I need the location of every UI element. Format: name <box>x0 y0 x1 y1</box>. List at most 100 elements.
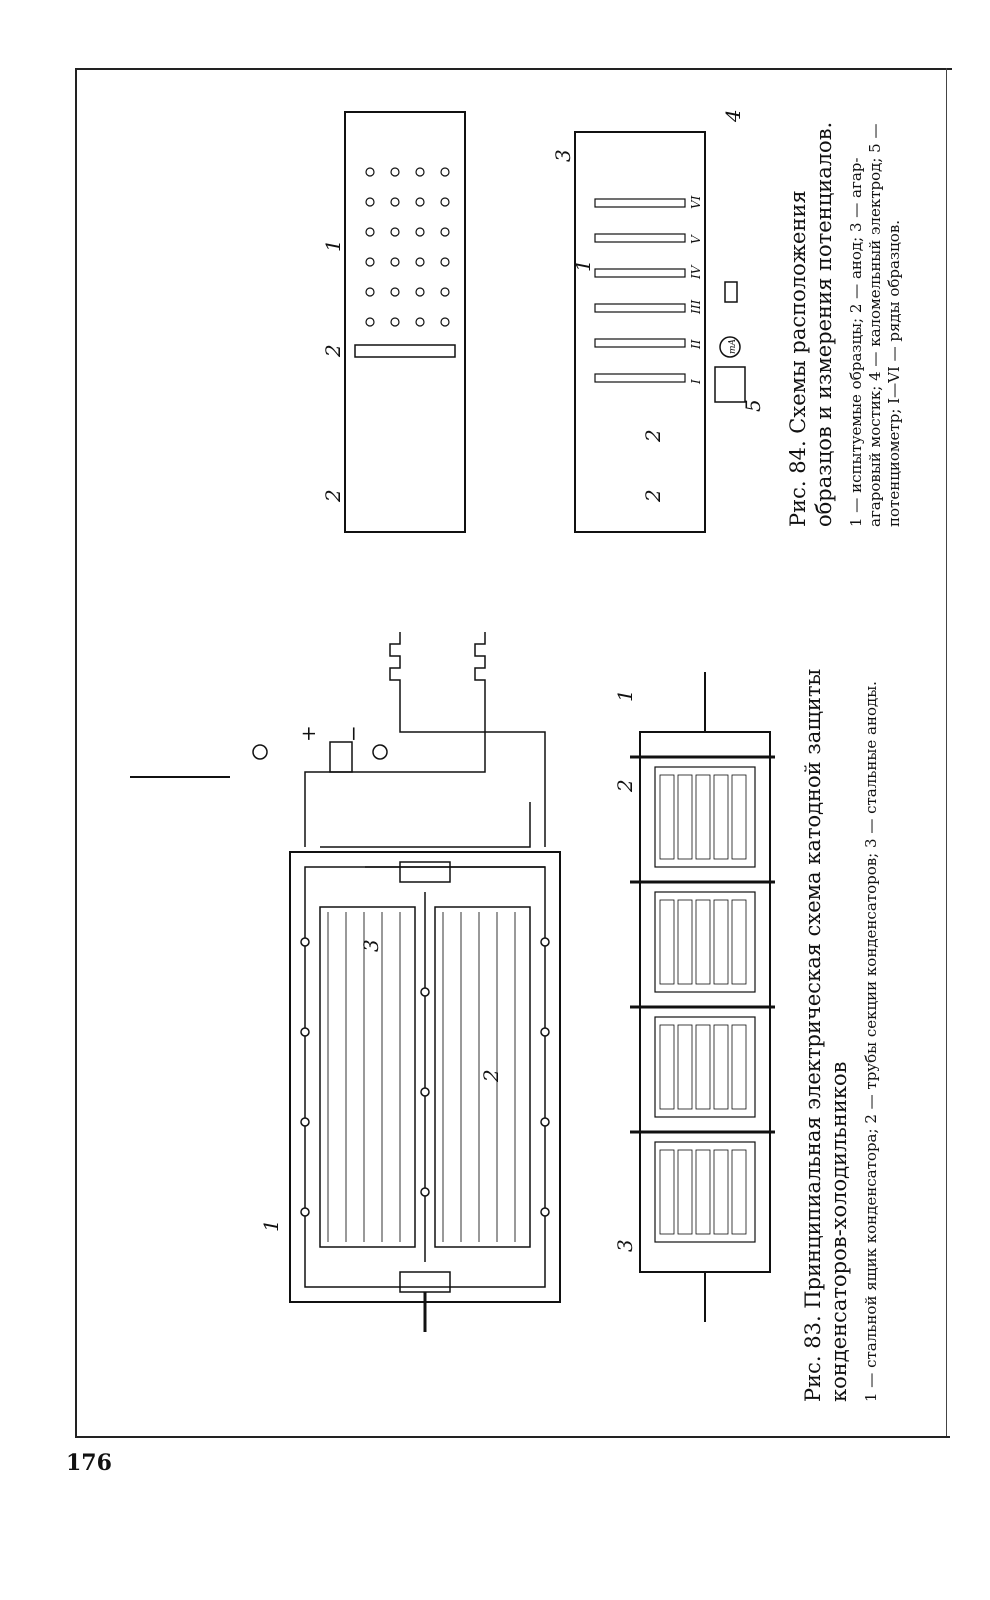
rotated-figure-area: 1 2 3 + − 3 2 1 Рис. 83. Принципиальная … <box>80 72 940 1432</box>
negative-lead <box>304 692 486 847</box>
tube-cell <box>713 774 729 860</box>
tube-block <box>654 766 756 868</box>
fig84-top-label-1: 1 <box>325 239 345 252</box>
right-rule <box>946 68 947 1436</box>
sample-dot <box>390 287 400 297</box>
milliammeter-label: mA <box>728 338 738 354</box>
anode-points <box>300 937 550 1217</box>
potentiometer <box>714 366 746 403</box>
tube-cell <box>713 899 729 985</box>
milliammeter <box>719 336 741 358</box>
fig83-caption-legend: 1 — стальной ящик конденсатора; 2 — труб… <box>862 681 880 1402</box>
sample-row-numeral: V <box>689 234 703 244</box>
sample-bar <box>594 268 686 278</box>
sample-dot <box>415 317 425 327</box>
fig84-top-svg: 2 2 1 <box>325 111 466 533</box>
calomel-electrode-box <box>724 281 738 303</box>
sample-dot <box>415 227 425 237</box>
ammeter-2 <box>372 744 388 760</box>
tube-cell <box>677 1149 693 1235</box>
tube-block <box>654 1141 756 1243</box>
sample-bar <box>594 373 686 383</box>
sample-dots <box>365 167 450 327</box>
sample-dot <box>440 167 450 177</box>
page-number: 176 <box>66 1450 112 1476</box>
tube-cell <box>713 1024 729 1110</box>
tube-block <box>654 1016 756 1118</box>
fig83-bottom-svg: 3 2 1 <box>613 672 775 1322</box>
sample-bar <box>594 338 686 348</box>
anode-point <box>540 937 550 947</box>
fig83-top-label-3: 3 <box>359 939 383 952</box>
fig84-sample-layout: 2 2 1 <box>325 92 475 562</box>
fig84-bottom-label-1: 1 <box>571 259 595 272</box>
sample-dot <box>440 197 450 207</box>
inlet-header <box>399 1271 451 1293</box>
fig84-caption-title: Рис. 84. Схемы расположения образцов и и… <box>786 121 836 527</box>
sample-dot <box>415 287 425 297</box>
sample-row-numeral: IV <box>689 264 703 280</box>
sample-dot <box>415 197 425 207</box>
fig83-condenser-section: 3 2 1 <box>610 572 800 1392</box>
sample-dot <box>390 257 400 267</box>
fig84-bottom-label-2b: 2 <box>641 429 665 443</box>
anode-plate <box>354 344 456 358</box>
fig84-bottom-label-3: 3 <box>555 149 575 162</box>
condenser-tubes <box>327 912 516 1242</box>
anode-point <box>420 987 430 997</box>
fig83-top-label-1: 1 <box>259 1219 283 1232</box>
fig84-caption: Рис. 84. Схемы расположения образцов и и… <box>785 97 904 527</box>
anode-point <box>300 1207 310 1217</box>
sample-row-numeral: I <box>689 379 703 385</box>
sample-dot <box>390 317 400 327</box>
tube-cell <box>659 899 675 985</box>
fig83-bottom-label-2: 2 <box>613 779 637 793</box>
fig83-caption: Рис. 83. Принципиальная электрическая сх… <box>800 572 881 1402</box>
tube-cell <box>659 1024 675 1110</box>
fig84-top-label-2a: 2 <box>325 489 345 503</box>
rheostat-1 <box>389 632 401 692</box>
ammeter-1 <box>252 744 268 760</box>
fig83-minus: − <box>341 725 365 742</box>
sample-dot <box>390 227 400 237</box>
sample-dot <box>415 167 425 177</box>
tank <box>344 111 466 533</box>
sample-dot <box>365 227 375 237</box>
tube-cell <box>695 774 711 860</box>
tube-cell <box>695 1024 711 1110</box>
rheostat-2 <box>474 632 486 692</box>
sample-dot <box>365 257 375 267</box>
fig83-top-label-2: 2 <box>479 1069 503 1083</box>
sample-bar <box>594 303 686 313</box>
anode-point <box>300 1117 310 1127</box>
positive-lead <box>399 692 546 847</box>
tube-section-upper <box>319 906 416 1248</box>
vessel <box>574 131 706 533</box>
tube-cell <box>695 1149 711 1235</box>
rectifier-box <box>329 741 353 773</box>
anode-point <box>540 1207 550 1217</box>
tube-section-lower <box>434 906 531 1248</box>
fig84-bottom-label-2a: 2 <box>641 489 665 503</box>
sample-dot <box>415 257 425 267</box>
sample-dot <box>365 197 375 207</box>
tube-cell <box>695 899 711 985</box>
tube-cell <box>713 1149 729 1235</box>
page-frame <box>75 68 952 1438</box>
outlet-header <box>399 861 451 883</box>
sample-dot <box>365 167 375 177</box>
sample-dot <box>390 197 400 207</box>
sample-dot <box>440 287 450 297</box>
section-box <box>639 731 771 1273</box>
sample-dot <box>440 227 450 237</box>
sample-bar <box>594 198 686 208</box>
sample-bar <box>594 233 686 243</box>
anode-point <box>420 1187 430 1197</box>
fig84-top-label-2b: 2 <box>325 344 345 358</box>
bottom-rule <box>75 1436 950 1438</box>
fig83-bottom-label-1: 1 <box>613 689 637 702</box>
tube-grid <box>630 755 775 1243</box>
tube-cell <box>677 1024 693 1110</box>
sample-dot <box>365 317 375 327</box>
